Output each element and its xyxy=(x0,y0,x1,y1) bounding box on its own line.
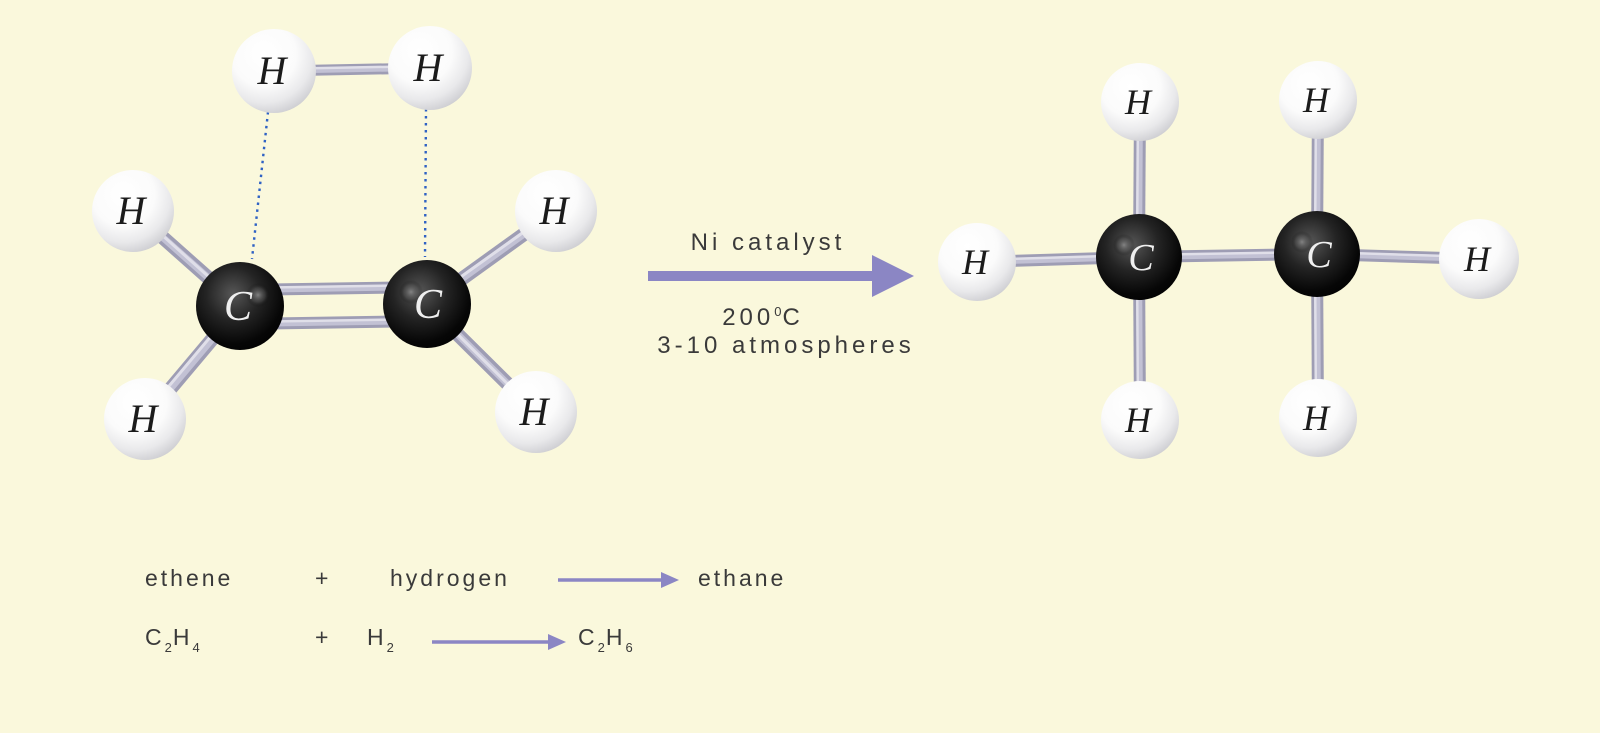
forming-bond-dotted-line-left xyxy=(250,111,270,260)
formula-element: C xyxy=(578,624,598,650)
formula-element: H xyxy=(605,624,626,650)
atom-label-hydrogen: H xyxy=(519,389,551,434)
atom-hydrogen: H xyxy=(495,371,577,453)
atom-hydrogen: H xyxy=(1101,381,1179,459)
atom-hydrogen: H xyxy=(515,170,597,252)
atom-label-hydrogen: H xyxy=(539,188,571,233)
pressure-label: 3-10 atmospheres xyxy=(657,332,915,359)
atom-label-hydrogen: H xyxy=(413,45,445,90)
atom-label-carbon: C xyxy=(1306,234,1332,276)
forming-bond-dotted-line-right xyxy=(423,108,428,258)
atom-carbon: C xyxy=(383,260,471,348)
atom-hydrogen: H xyxy=(388,26,472,110)
formula-c2h4: C2H4 xyxy=(145,624,201,655)
atom-hydrogen: H xyxy=(232,29,316,113)
formula-subscript: 2 xyxy=(164,640,173,655)
temperature-label: 2000C xyxy=(613,304,913,332)
atom-hydrogen: H xyxy=(104,378,186,460)
formula-subscript: 6 xyxy=(625,640,634,655)
formula-subscript: 2 xyxy=(386,640,395,655)
ethane-molecule: H H H H H H xyxy=(938,61,1519,459)
formula-plus-sign: + xyxy=(315,624,332,650)
atom-carbon: C xyxy=(1274,211,1360,297)
word-reactant-ethene: ethene xyxy=(145,565,234,591)
word-product-ethane: ethane xyxy=(698,565,787,591)
formula-element: H xyxy=(172,624,193,650)
atom-label-hydrogen: H xyxy=(1124,82,1153,122)
atom-hydrogen: H xyxy=(1101,63,1179,141)
atom-hydrogen: H xyxy=(1279,379,1357,457)
temperature-value: 200 xyxy=(722,304,775,331)
word-equation-arrow xyxy=(558,572,679,588)
atom-label-hydrogen: H xyxy=(1302,398,1331,438)
atom-label-carbon: C xyxy=(1128,237,1154,279)
atom-hydrogen: H xyxy=(92,170,174,252)
temperature-unit: C xyxy=(782,304,804,331)
atom-label-hydrogen: H xyxy=(1302,80,1331,120)
atom-label-hydrogen: H xyxy=(257,48,289,93)
word-reactant-hydrogen: hydrogen xyxy=(390,565,510,591)
catalyst-label: Ni catalyst xyxy=(690,229,846,256)
hydrogen-molecule: H H xyxy=(232,26,472,113)
formula-element: H xyxy=(367,624,387,650)
formula-element: C xyxy=(145,624,165,650)
atom-label-hydrogen: H xyxy=(1124,400,1153,440)
ethene-molecule: H H H H C C xyxy=(92,108,597,460)
temperature-superscript: 0 xyxy=(774,304,783,319)
atom-hydrogen: H xyxy=(1439,219,1519,299)
atom-label-hydrogen: H xyxy=(128,396,160,441)
atom-carbon: C xyxy=(1096,214,1182,300)
formula-h2: H2 xyxy=(367,624,395,655)
formula-subscript: 4 xyxy=(192,640,201,655)
atom-label-carbon: C xyxy=(414,282,443,328)
word-plus-sign: + xyxy=(315,565,332,591)
atom-label-carbon: C xyxy=(224,284,253,330)
formula-c2h6: C2H6 xyxy=(578,624,634,655)
atom-hydrogen: H xyxy=(1279,61,1357,139)
atom-label-hydrogen: H xyxy=(1463,239,1492,279)
atom-hydrogen: H xyxy=(938,223,1016,301)
atom-label-hydrogen: H xyxy=(116,188,148,233)
atom-carbon: C xyxy=(196,262,284,350)
reaction-arrow xyxy=(648,255,914,297)
formula-equation-arrow xyxy=(432,634,566,650)
atom-label-hydrogen: H xyxy=(961,242,990,282)
formula-subscript: 2 xyxy=(597,640,606,655)
